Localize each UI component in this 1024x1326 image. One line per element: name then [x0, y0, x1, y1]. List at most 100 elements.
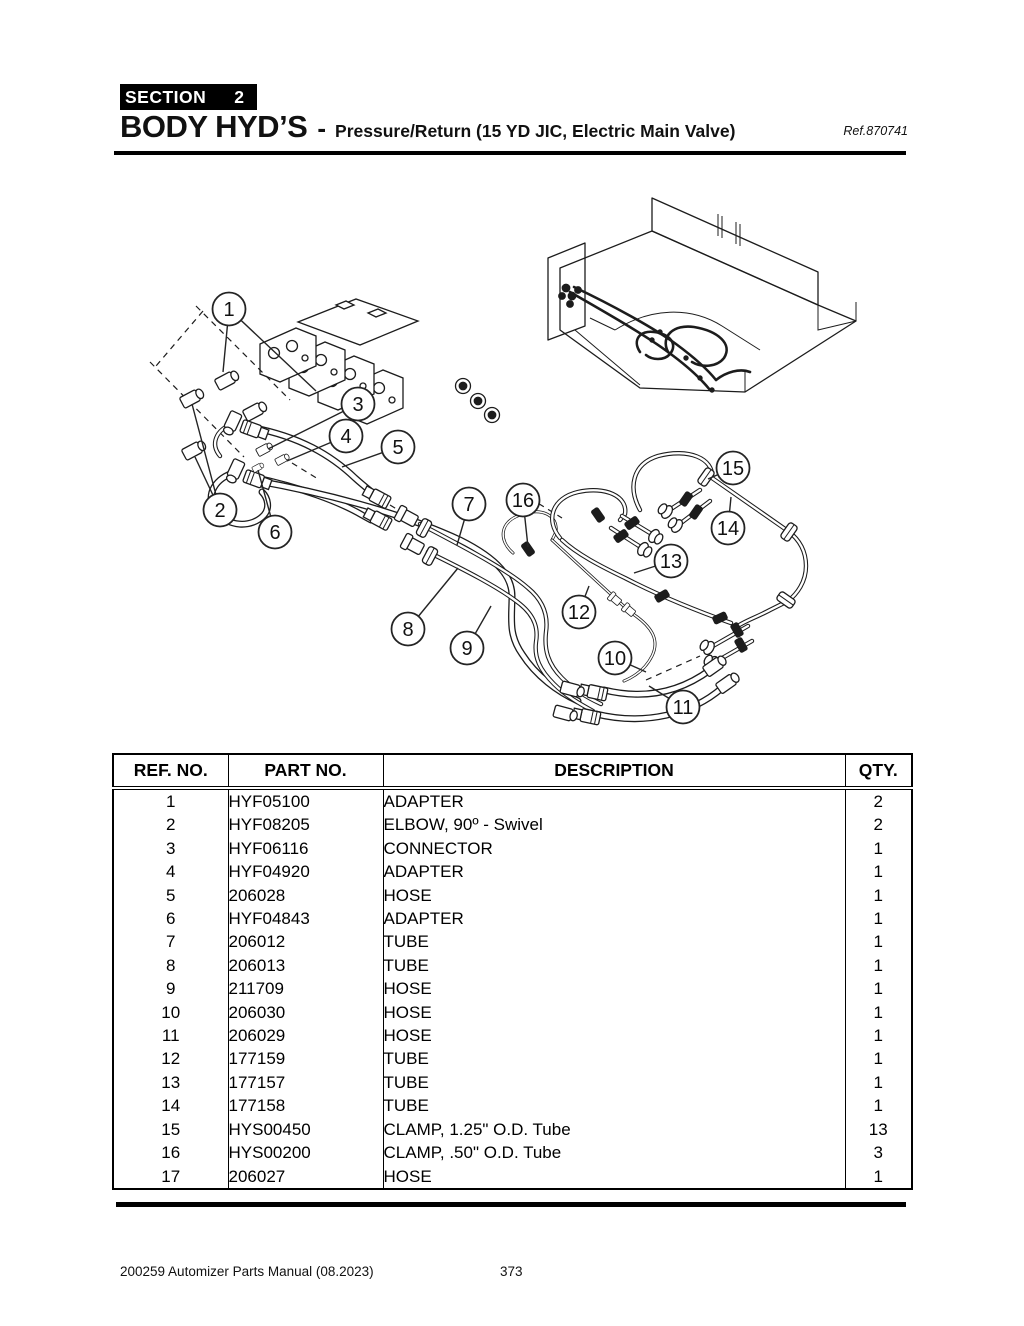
- section-number: 2: [234, 86, 245, 107]
- cell-part-no: 206012: [227, 930, 384, 954]
- cell-qty: 2: [844, 813, 913, 837]
- callout-number: 7: [463, 494, 474, 516]
- cell-ref-no: 16: [112, 1141, 229, 1165]
- cell-qty: 1: [844, 930, 913, 954]
- cell-description: ADAPTER: [382, 907, 846, 931]
- cell-part-no: HYS00200: [227, 1141, 384, 1165]
- callout-16: 16: [505, 482, 541, 518]
- callout-bubble: [380, 429, 416, 465]
- title-row: BODY HYD’S - Pressure/Return (15 YD JIC,…: [120, 109, 908, 145]
- cell-description: ADAPTER: [382, 788, 846, 814]
- callout-12: 12: [561, 594, 597, 630]
- cell-description: TUBE: [382, 953, 846, 978]
- cell-description: CLAMP, 1.25" O.D. Tube: [382, 1117, 846, 1142]
- cell-ref-no: 5: [112, 883, 229, 908]
- header-rule: [114, 151, 906, 155]
- callout-bubble: [328, 418, 364, 454]
- cell-qty: 1: [844, 883, 913, 908]
- callout-bubble: [665, 689, 701, 725]
- cell-ref-no: 2: [112, 813, 229, 837]
- cell-qty: 1: [844, 977, 913, 1001]
- callout-number: 10: [604, 648, 626, 670]
- callout-number: 13: [660, 551, 682, 573]
- cell-part-no: HYF04843: [227, 907, 384, 931]
- cell-part-no: HYS00450: [227, 1117, 384, 1142]
- callout-bubble: [211, 291, 247, 327]
- column-header: PART NO.: [227, 754, 384, 790]
- callout-bubble: [653, 543, 689, 579]
- bottom-rule: [116, 1202, 906, 1207]
- cell-qty: 3: [844, 1141, 913, 1165]
- cell-ref-no: 10: [112, 1000, 229, 1025]
- cell-description: CONNECTOR: [382, 836, 846, 861]
- callout-10: 10: [597, 640, 633, 676]
- cell-description: ELBOW, 90º - Swivel: [382, 813, 846, 837]
- callout-leader: [228, 308, 317, 392]
- title-separator: -: [317, 113, 327, 143]
- cell-description: CLAMP, .50" O.D. Tube: [382, 1141, 846, 1165]
- callout-9: 9: [449, 630, 485, 666]
- footer-page-number: 373: [500, 1264, 523, 1279]
- cell-description: TUBE: [382, 930, 846, 954]
- callout-number: 12: [568, 602, 590, 624]
- cell-ref-no: 17: [112, 1164, 229, 1189]
- cell-part-no: 206027: [227, 1164, 384, 1189]
- page-subtitle: Pressure/Return (15 YD JIC, Electric Mai…: [335, 121, 736, 141]
- callout-bubble: [505, 482, 541, 518]
- callout-bubble: [715, 450, 751, 486]
- callout-number: 5: [392, 437, 403, 459]
- cell-description: TUBE: [382, 1047, 846, 1071]
- cell-part-no: 206013: [227, 953, 384, 978]
- callout-number: 4: [340, 426, 351, 448]
- truck-body-inset: [547, 197, 857, 393]
- callout-bubble: [449, 630, 485, 666]
- callout-3: 3: [340, 386, 376, 422]
- inset-hose-routing: [558, 283, 752, 393]
- cell-qty: 1: [844, 1164, 913, 1189]
- callout-bubble: [340, 386, 376, 422]
- callout-4: 4: [328, 418, 364, 454]
- cell-ref-no: 14: [112, 1094, 229, 1118]
- callout-8: 8: [390, 611, 426, 647]
- cell-qty: 1: [844, 836, 913, 861]
- callout-bubble: [561, 594, 597, 630]
- cell-description: HOSE: [382, 1024, 846, 1048]
- cell-qty: 1: [844, 953, 913, 978]
- callout-6: 6: [257, 514, 293, 550]
- page-title: BODY HYD’S: [120, 109, 308, 144]
- cell-ref-no: 15: [112, 1117, 229, 1142]
- callout-bubble: [202, 492, 238, 528]
- cell-ref-no: 12: [112, 1047, 229, 1071]
- cell-qty: 1: [844, 1047, 913, 1071]
- cell-description: TUBE: [382, 1094, 846, 1118]
- callout-1: 1: [211, 291, 247, 327]
- section-label: SECTION: [125, 86, 207, 107]
- cell-part-no: 177157: [227, 1070, 384, 1095]
- callout-bubble: [451, 486, 487, 522]
- callout-13: 13: [653, 543, 689, 579]
- cell-qty: 2: [844, 788, 913, 814]
- callout-7: 7: [451, 486, 487, 522]
- callout-number: 14: [717, 518, 739, 540]
- reference-number: Ref.870741: [843, 124, 908, 138]
- cell-qty: 1: [844, 1000, 913, 1025]
- cell-part-no: HYF06116: [227, 836, 384, 861]
- cell-description: HOSE: [382, 883, 846, 908]
- cell-part-no: 177158: [227, 1094, 384, 1118]
- column-header: DESCRIPTION: [382, 754, 846, 790]
- callout-bubble: [390, 611, 426, 647]
- callout-bubble: [710, 510, 746, 546]
- callout-14: 14: [710, 510, 746, 546]
- main-valve-block: [259, 298, 501, 425]
- callout-leader: [191, 403, 221, 511]
- column-header: QTY.: [844, 754, 913, 790]
